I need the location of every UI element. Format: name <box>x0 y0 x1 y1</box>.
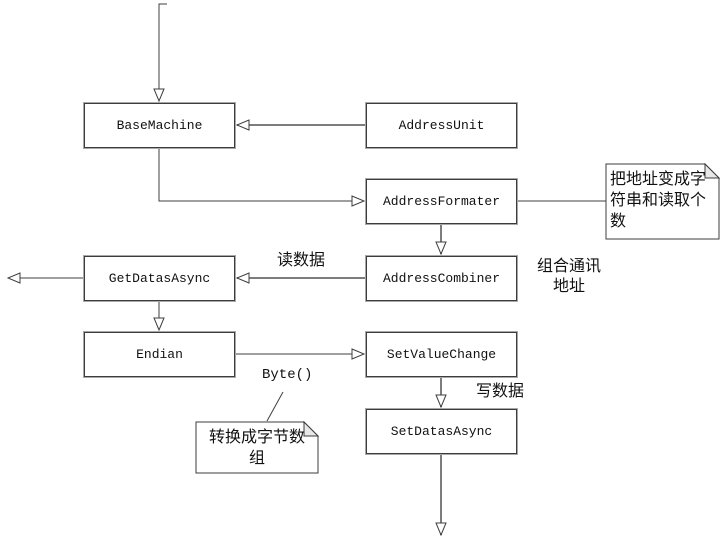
node-endian: Endian <box>84 332 235 377</box>
node-set-value-change: SetValueChange <box>366 332 517 377</box>
edge-label-byte-call: Byte() <box>262 367 313 383</box>
byte-note-callout-line <box>266 391 284 422</box>
edge-label-combine-address: 组合通讯 地址 <box>536 258 601 295</box>
node-set-datas-async: SetDatasAsync <box>366 409 517 454</box>
node-get-datas-async: GetDatasAsync <box>84 256 235 301</box>
byte-note-text: 转换成字节数组 <box>208 429 305 467</box>
node-address-unit: AddressUnit <box>366 103 517 148</box>
edge-basemachine-to-addressformater <box>158 148 364 201</box>
byte-note-shape <box>195 421 319 474</box>
node-base-machine: BaseMachine <box>84 103 235 148</box>
address-note-text: 把地址变成字符串和读取个数 <box>610 171 707 230</box>
edge-label-read-data: 读数据 <box>277 252 326 269</box>
byte-note-fold-corner <box>303 420 320 437</box>
edge-top-entry <box>159 3 167 101</box>
node-address-combiner: AddressCombiner <box>366 256 517 301</box>
address-note-fold-corner <box>704 162 721 179</box>
address-note-shape <box>605 163 720 240</box>
node-address-formater: AddressFormater <box>366 179 517 224</box>
edge-label-write-data: 写数据 <box>476 383 525 400</box>
